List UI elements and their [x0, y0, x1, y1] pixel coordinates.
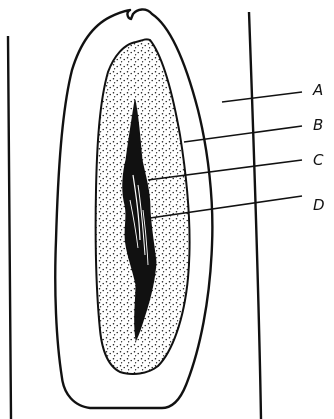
label-a: A — [312, 81, 323, 99]
label-d: D — [313, 196, 325, 214]
right-vertical-line — [249, 12, 261, 419]
leader-line-a — [222, 92, 302, 102]
label-c: C — [313, 151, 324, 169]
left-vertical-line — [8, 36, 11, 419]
label-b: B — [313, 116, 323, 134]
